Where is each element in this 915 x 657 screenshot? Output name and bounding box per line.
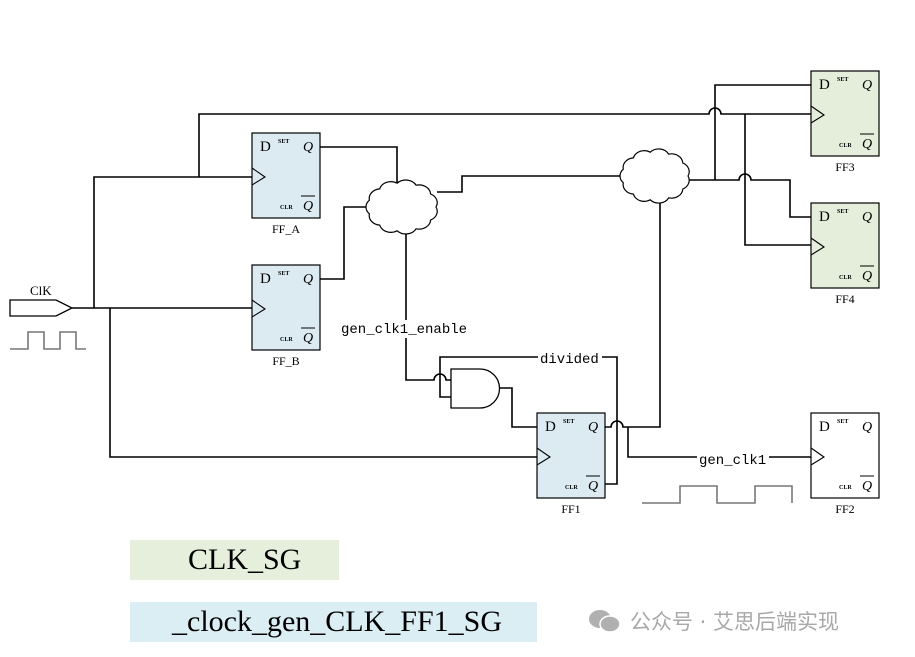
pin-set: SET <box>837 419 848 425</box>
wire-and-out <box>500 387 537 428</box>
pin-qbar: Q <box>303 331 313 346</box>
clock-pin-icon <box>810 447 826 466</box>
clk-waveform <box>10 331 86 350</box>
pin-d: D <box>819 419 830 435</box>
legend-clock-gen-sg: _clock_gen_CLK_FF1_SG <box>130 602 537 642</box>
flip-flop-ff3: D SET Q CLR Q FF3 <box>810 70 880 174</box>
clock-pin-icon <box>810 105 826 124</box>
pin-d: D <box>819 77 830 93</box>
flip-flop-ff4: D SET Q CLR Q FF4 <box>810 202 880 306</box>
clock-pin-icon <box>251 167 267 186</box>
and-gate <box>450 368 501 409</box>
logic-cloud-1 <box>365 179 438 235</box>
pin-q: Q <box>862 420 872 435</box>
pin-d: D <box>819 209 830 225</box>
pin-clr: CLR <box>839 143 852 149</box>
pin-d: D <box>260 139 271 155</box>
wire-clk-to-ff1 <box>109 308 537 458</box>
clk-input-label: ClK <box>30 283 52 298</box>
pin-qbar: Q <box>862 269 872 284</box>
pin-set: SET <box>563 419 574 425</box>
wechat-icon <box>589 610 621 633</box>
pin-clr: CLR <box>839 275 852 281</box>
flip-flop-ff1: D SET Q CLR Q FF1 <box>536 412 606 516</box>
pin-q: Q <box>303 140 313 155</box>
wire-ff1-q <box>605 198 661 428</box>
pin-qbar: Q <box>862 479 872 494</box>
net-label-enable: gen_clk1_enable <box>341 322 467 338</box>
ff-label: FF1 <box>561 502 580 516</box>
ff-label: FF4 <box>835 292 854 306</box>
wire-ffa-q <box>320 146 398 186</box>
net-label-divided: divided <box>540 352 599 368</box>
pin-clr: CLR <box>565 485 578 491</box>
pin-clr: CLR <box>839 485 852 491</box>
combinational-clouds <box>365 148 690 235</box>
clock-pin-icon <box>536 447 552 466</box>
ff-label: FF3 <box>835 160 854 174</box>
wire-clk-to-ffa <box>93 176 252 308</box>
pin-clr: CLR <box>280 205 293 211</box>
ff-label: FF_B <box>272 354 299 368</box>
flip-flop-ff2: D SET Q CLR Q FF2 <box>810 412 880 516</box>
pin-q: Q <box>862 210 872 225</box>
wire-divided-net <box>439 356 618 485</box>
pin-set: SET <box>278 271 289 277</box>
pin-q: Q <box>862 78 872 93</box>
wire-clk-to-ff3 <box>198 107 811 177</box>
wire-cloud1-to-cloud2 <box>437 175 622 193</box>
wire-ffb-q <box>320 206 368 280</box>
wire-enable-net <box>405 230 451 381</box>
pin-d: D <box>260 271 271 287</box>
pin-qbar: Q <box>862 137 872 152</box>
clk-input-port <box>9 299 74 317</box>
pin-clr: CLR <box>280 337 293 343</box>
logic-cloud-2 <box>619 148 690 204</box>
ff-label: FF_A <box>272 222 300 236</box>
flip-flop-ff_b: D SET Q CLR Q FF_B <box>251 264 321 368</box>
wire-cloud2-out <box>689 173 811 218</box>
pin-qbar: Q <box>303 199 313 214</box>
watermark-text: 公众号 · 艾思后端实现 <box>630 610 840 634</box>
wires <box>72 84 811 485</box>
pin-q: Q <box>303 272 313 287</box>
clock-pin-icon <box>810 237 826 256</box>
wire-to-ff3-d <box>714 84 811 180</box>
watermark: 公众号 · 艾思后端实现 <box>588 606 839 636</box>
wire-to-ff4-clk <box>744 114 811 246</box>
pin-q: Q <box>588 420 598 435</box>
pin-qbar: Q <box>588 479 598 494</box>
pin-d: D <box>545 419 556 435</box>
net-label-gen-clk: gen_clk1 <box>699 453 766 469</box>
pin-set: SET <box>837 77 848 83</box>
ff-label: FF2 <box>835 502 854 516</box>
legend-clk-sg: CLK_SG <box>130 540 339 580</box>
clock-pin-icon <box>251 299 267 318</box>
gen-clk-waveform <box>642 485 793 504</box>
pin-set: SET <box>837 209 848 215</box>
pin-set: SET <box>278 139 289 145</box>
